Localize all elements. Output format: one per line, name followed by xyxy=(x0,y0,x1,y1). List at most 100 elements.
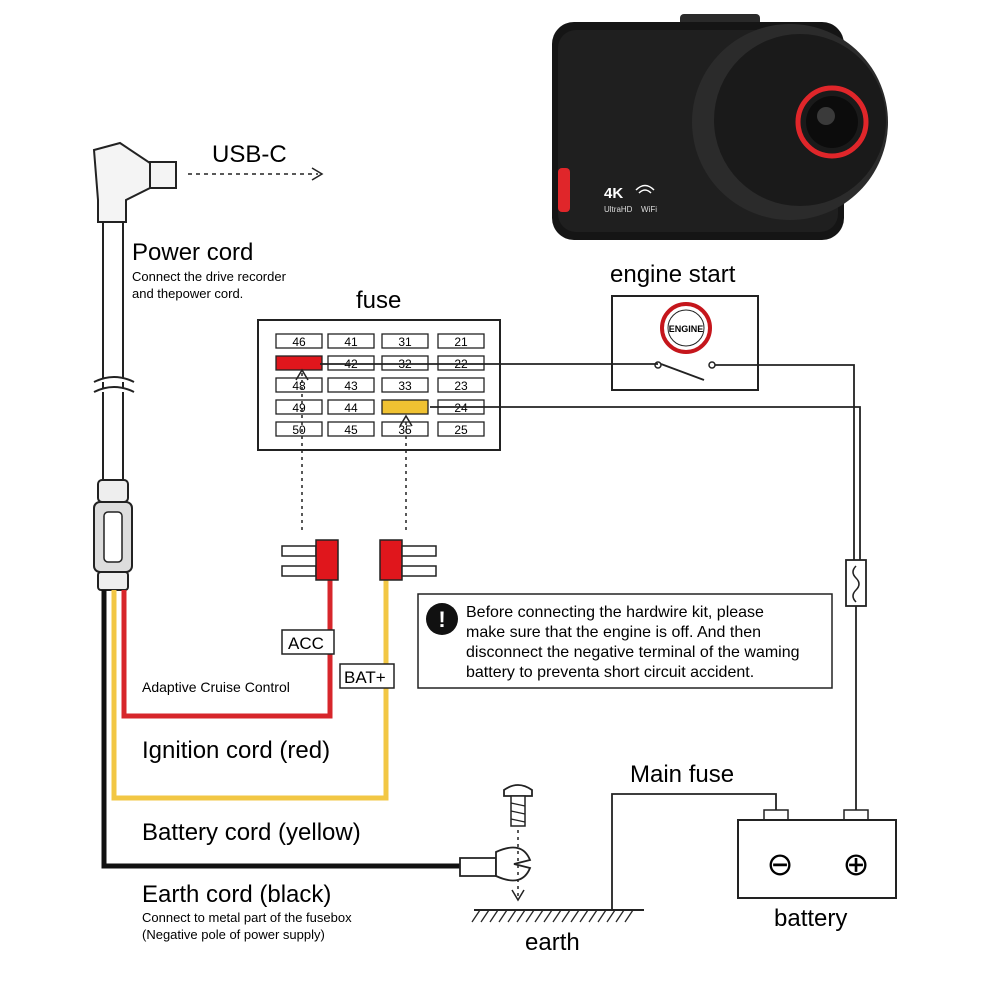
ground-hatch-stroke xyxy=(498,909,508,923)
main-fuse-label: Main fuse xyxy=(630,761,734,788)
ground-hatch-stroke xyxy=(516,909,526,923)
ground-hatch-stroke xyxy=(588,909,598,923)
ground-hatch-stroke xyxy=(579,909,589,923)
fuse-slot xyxy=(275,399,323,415)
ground-hatch-stroke xyxy=(480,909,490,923)
fuse-slot xyxy=(437,333,485,349)
ground-hatch-stroke xyxy=(552,909,562,923)
usb-plug xyxy=(92,141,324,480)
fuse-slot xyxy=(275,421,323,437)
ground-hatch-stroke xyxy=(570,909,580,923)
fuse-slot-label: 48 xyxy=(292,379,306,393)
fuse-slot xyxy=(327,399,375,415)
wifi-icon xyxy=(635,184,655,194)
fuse-slot-label: 43 xyxy=(344,379,358,393)
fuse-slot xyxy=(437,355,485,371)
ground-hatch xyxy=(471,909,634,923)
fuse-slot-label: 35 xyxy=(398,423,412,437)
ground-hatch-stroke xyxy=(561,909,571,923)
fuse-slot xyxy=(327,377,375,393)
ground-hatch-stroke xyxy=(606,909,616,923)
adaptive-cruise-label: Adaptive Cruise Control xyxy=(142,679,290,695)
fuse-slot xyxy=(327,333,375,349)
fuse-slot-label: 24 xyxy=(454,401,468,415)
battery-cord-label: Battery cord (yellow) xyxy=(142,819,361,846)
warning-box xyxy=(417,593,833,689)
fuse-slot xyxy=(381,333,429,349)
fuse-slot-label: 23 xyxy=(454,379,468,393)
ground-hatch-stroke xyxy=(597,909,607,923)
power-cord-desc-1: Connect the drive recorder xyxy=(132,269,287,284)
fuse-slot-label: 41 xyxy=(344,335,358,349)
dash-camera: 4K UltraHD WiFi xyxy=(552,14,888,240)
warning-line-3: disconnect the negative terminal of the … xyxy=(466,644,800,661)
fuse-slot xyxy=(327,421,375,437)
fuse-slot xyxy=(275,355,323,371)
cord-connector xyxy=(93,479,133,591)
earth-cord-desc-2: (Negative pole of power supply) xyxy=(142,927,325,942)
earth-label: earth xyxy=(525,929,580,956)
fuse-slot-label: 49 xyxy=(292,401,306,415)
ground-hatch-stroke xyxy=(534,909,544,923)
bat-tag: BAT+ xyxy=(344,668,386,687)
acc-circuit-line xyxy=(320,363,855,560)
ground-hatch-stroke xyxy=(507,909,517,923)
fuse-slot xyxy=(381,399,429,415)
fuse-slot xyxy=(275,333,323,349)
fuse-slot-label: 45 xyxy=(344,423,358,437)
fuse-slot xyxy=(381,377,429,393)
fuse-slot-label: 44 xyxy=(344,401,358,415)
battery-label: battery xyxy=(774,905,847,932)
fuse-slot-label: 31 xyxy=(398,335,412,349)
ground-hatch-stroke xyxy=(525,909,535,923)
ground-hatch-stroke xyxy=(624,909,634,923)
fuse-slot-label: 21 xyxy=(454,335,468,349)
fuse-slot-label: 25 xyxy=(454,423,468,437)
fuse-slot xyxy=(437,377,485,393)
engine-badge: ENGINE xyxy=(669,324,704,334)
battery-plus-icon: ⊕ xyxy=(843,846,870,882)
black-wire xyxy=(101,590,470,869)
battery-minus-icon: ⊖ xyxy=(767,846,794,882)
switch-contact xyxy=(660,363,705,381)
warning-line-4: battery to preventa short circuit accide… xyxy=(466,664,754,681)
camera-wifi-label: WiFi xyxy=(641,205,657,214)
ignition-cord-label: Ignition cord (red) xyxy=(142,737,330,764)
ground-hatch-stroke xyxy=(615,909,625,923)
warning-icon xyxy=(426,603,458,635)
acc-tag: ACC xyxy=(288,634,324,653)
yellow-wire xyxy=(111,580,389,801)
svg-text:!: ! xyxy=(438,607,445,632)
fuse-slot xyxy=(275,377,323,393)
ground-hatch-stroke xyxy=(489,909,499,923)
acc-tag-box xyxy=(281,629,335,655)
bat-tag-box xyxy=(339,663,395,689)
bat-circuit-line xyxy=(430,406,861,560)
fuse-slot-label: 46 xyxy=(292,335,306,349)
ring-terminal-icon xyxy=(459,846,532,882)
fuse-slot xyxy=(381,355,429,371)
fuse-slot xyxy=(327,355,375,371)
fuse-slot xyxy=(381,421,429,437)
power-cord-title: Power cord xyxy=(132,239,253,266)
acc-fuse-tap xyxy=(281,539,339,581)
earth-cord-label: Earth cord (black) xyxy=(142,881,331,908)
fuse-title: fuse xyxy=(356,287,401,314)
warning-line-2: make sure that the engine is off. And th… xyxy=(466,624,761,641)
ground-hatch-stroke xyxy=(471,909,481,923)
bat-fuse-tap xyxy=(379,539,437,581)
fuse-slot-label: 33 xyxy=(398,379,412,393)
screw-icon xyxy=(503,784,533,827)
engine-start-title: engine start xyxy=(610,261,736,288)
earth-cord-desc-1: Connect to metal part of the fusebox xyxy=(142,910,352,925)
fuse-slot xyxy=(437,421,485,437)
camera-uhd-label: UltraHD xyxy=(604,205,633,214)
ground-hatch-stroke xyxy=(543,909,553,923)
usb-c-label: USB-C xyxy=(212,141,287,168)
camera-4k-label: 4K xyxy=(604,185,623,202)
warning-line-1: Before connecting the hardwire kit, plea… xyxy=(466,604,764,621)
main-fuse-line xyxy=(611,793,777,910)
fuse-slot-label: 50 xyxy=(292,423,306,437)
